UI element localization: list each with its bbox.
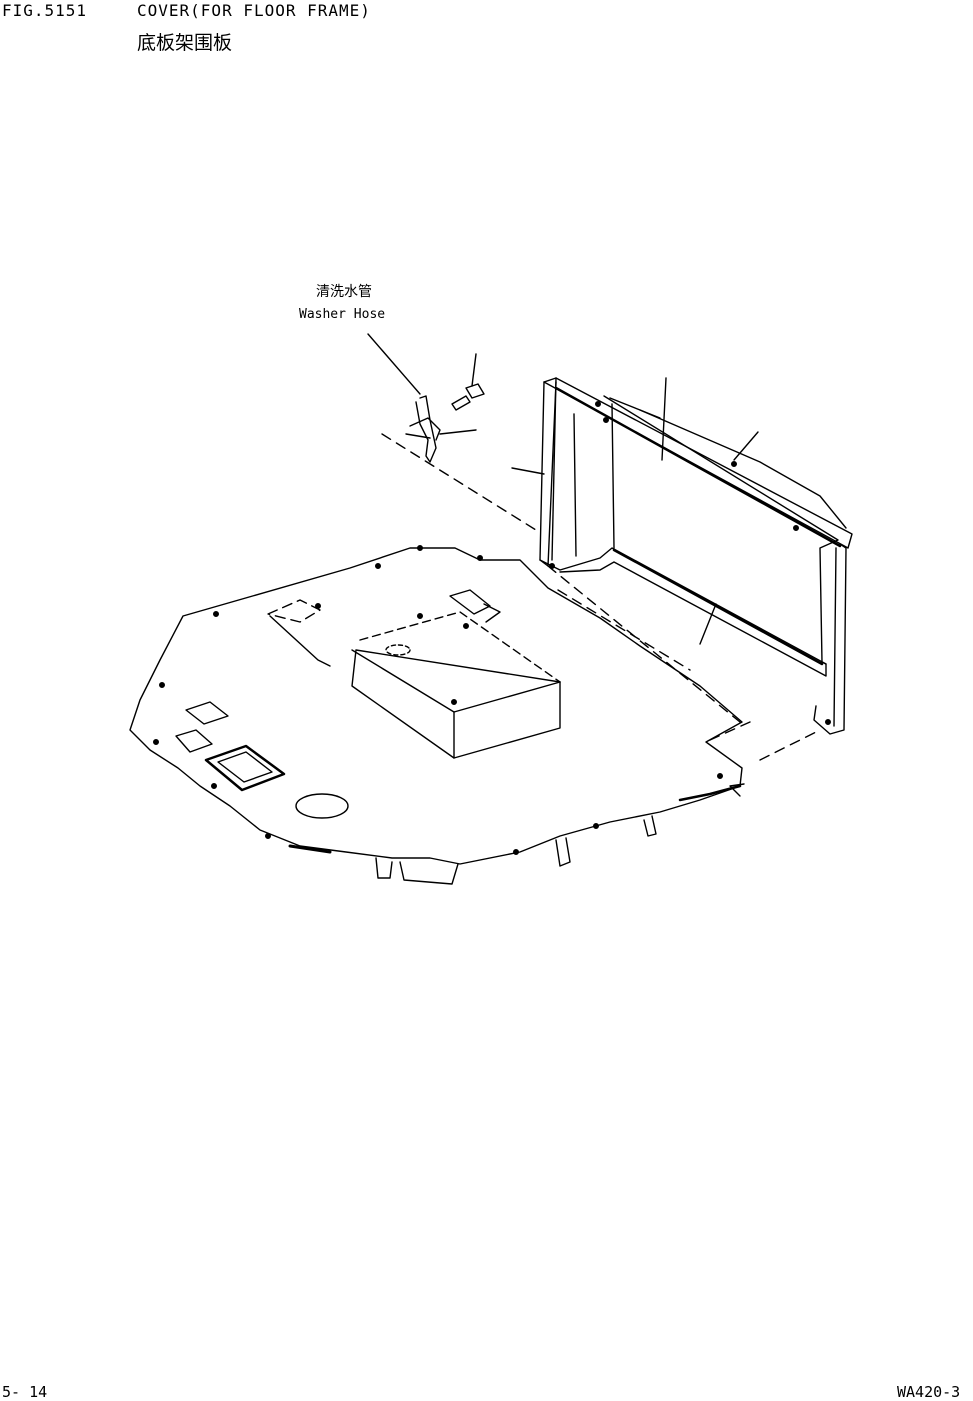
rear-cover-panel <box>540 378 852 734</box>
page-number: 5- 14 <box>2 1383 48 1401</box>
washer-hose-label: Washer Hose <box>299 307 386 322</box>
figure-number: FIG.5151 <box>2 1 88 20</box>
floor-plate <box>130 547 742 885</box>
washer-hose-clamp <box>406 384 484 462</box>
washer-hose-label-chinese: 清洗水管 <box>316 284 372 300</box>
figure-title-chinese: 底板架围板 <box>137 32 233 54</box>
leader-lines <box>368 334 758 796</box>
machine-model: WA420-3 <box>897 1383 961 1401</box>
figure-title: COVER(FOR FLOOR FRAME) <box>137 1 371 20</box>
assembly-guides <box>382 434 820 760</box>
